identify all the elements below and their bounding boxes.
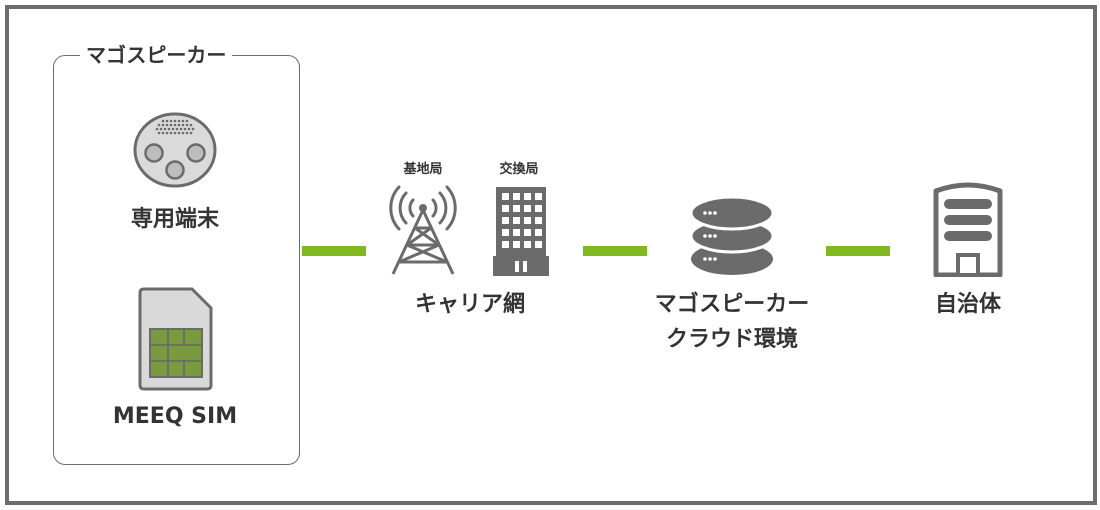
cloud-label-line1: マゴスピーカー: [654, 292, 810, 317]
device-label: 専用端末: [130, 207, 219, 232]
municipality-label: 自治体: [934, 292, 1001, 317]
cloud-label-line2: クラウド環境: [665, 327, 798, 352]
base-station-label: 基地局: [403, 162, 443, 177]
office-building-icon: [933, 182, 1003, 277]
exchange-building-icon: [493, 187, 549, 276]
speaker-device-icon: [133, 112, 217, 188]
connector-network-cloud: [583, 246, 647, 256]
carrier-network-label: キャリア網: [414, 292, 525, 317]
sim-card-icon: [138, 287, 213, 391]
antenna-tower-icon: [389, 185, 457, 275]
connector-cloud-municipality: [826, 246, 890, 256]
group-title: マゴスピーカー: [80, 40, 233, 70]
server-stack-icon: [690, 195, 774, 275]
connector-device-network: [302, 246, 366, 256]
sim-label: MEEQ SIM: [112, 404, 238, 429]
exchange-label: 交換局: [499, 162, 539, 177]
diagram-frame: [5, 5, 1097, 505]
